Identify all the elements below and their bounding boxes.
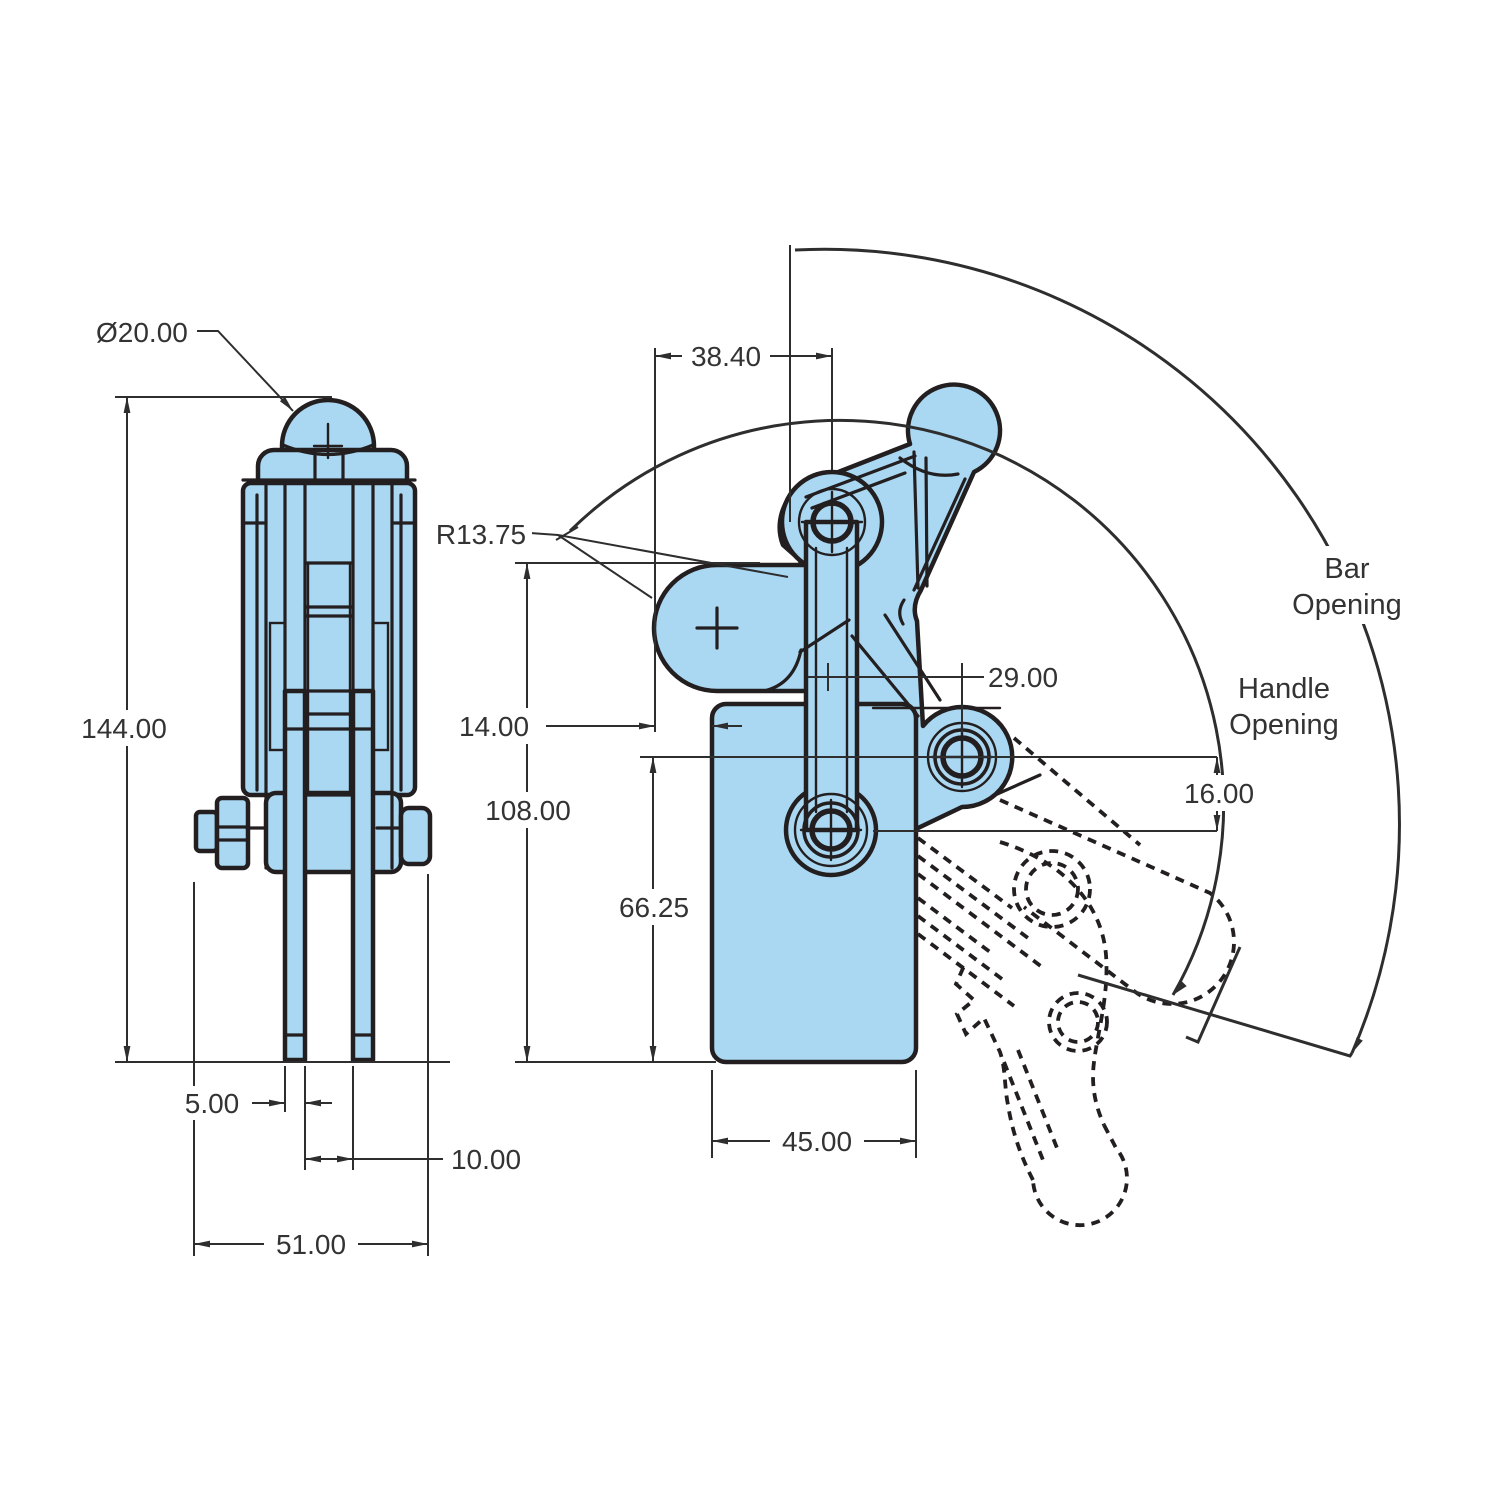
ghost-pivot2-ring [1047, 991, 1109, 1053]
front-center-column-lines [306, 561, 352, 797]
front-band-4 [283, 689, 375, 797]
side-bar [651, 562, 831, 694]
front-left-leg [282, 688, 308, 1063]
bar-opening-label-line2: Opening [1292, 589, 1402, 621]
front-stem-lines [313, 448, 345, 482]
front-dome-centermark [312, 422, 344, 460]
side-handle-right-inner [912, 450, 967, 592]
front-bolt-nut [214, 795, 251, 871]
bar-height-label: 108.00 [485, 795, 571, 826]
dim-leg-thickness [252, 1066, 354, 1170]
bar-open-edge-line [1077, 973, 1354, 1058]
bottom-pivot-centermark [799, 798, 863, 862]
pivot-offset-label: 38.40 [691, 341, 761, 372]
ghost-pivot2-hole [1056, 1000, 1100, 1044]
bar-overhang-label: 14.00 [459, 711, 529, 742]
pivot-drop-label: 16.00 [1184, 778, 1254, 809]
front-bracket-left [268, 621, 287, 752]
top-pivot-ring [797, 487, 867, 557]
leg-thickness-label: 5.00 [185, 1088, 240, 1119]
top-pivot-centermark [800, 490, 864, 554]
front-view [193, 397, 433, 1063]
handle-arc-start-tick [555, 526, 579, 541]
bottom-pivot-ring2 [793, 792, 869, 868]
side-handle-edge-stub [993, 773, 1042, 797]
side-knob-neck-line [898, 456, 960, 477]
ghost-bar-end [999, 798, 1236, 1006]
ghost-knob [1031, 1124, 1129, 1228]
side-bar-junction-fillet [762, 648, 803, 693]
base-width-label: 45.00 [782, 1126, 852, 1157]
pivot-height-label: 66.25 [619, 892, 689, 923]
front-bracket-right [371, 621, 390, 752]
handle-opening-label-line2: Opening [1229, 709, 1339, 741]
knob-diameter-label: Ø20.00 [96, 317, 188, 348]
ghost-fan-lines [916, 836, 1044, 1008]
overall-height-label: 144.00 [81, 713, 167, 744]
leg-gap-label: 10.00 [451, 1144, 521, 1175]
overall-width-label: 51.00 [276, 1229, 346, 1260]
side-handle-jog [898, 598, 906, 626]
side-link-inner-lines [814, 546, 849, 814]
dim-handle-pivot-offset [808, 663, 984, 733]
labels: Ø20.00 144.00 5.00 10.00 51.00 38.40 R13… [78, 317, 1408, 1262]
ghost-pivot-hole [1024, 861, 1080, 917]
front-body [240, 480, 418, 798]
front-right-leg [350, 688, 376, 1063]
front-right-boss [398, 805, 433, 867]
dim-overall-width [193, 874, 429, 1256]
ghost-arm-inner-lines [1002, 1049, 1059, 1161]
dim-base-width [711, 1070, 917, 1158]
bar-opening-arc [794, 247, 1401, 1054]
ghost-bar-edge [1012, 736, 1142, 847]
bar-centermark [695, 606, 739, 650]
open-position-ghost [916, 736, 1236, 1228]
handle-opening-arc [568, 418, 1226, 996]
bar-arc-arrow [1352, 1037, 1363, 1053]
ghost-handle-right-edge [999, 840, 1109, 1126]
ghost-handle-left-edge [953, 965, 1035, 1181]
dim-leg-gap [305, 1155, 443, 1163]
ghost-pivot-ring [1012, 849, 1092, 929]
bar-opening-label-line1: Bar [1324, 553, 1369, 585]
opening-arcs [555, 245, 1401, 1058]
dim-bar-overhang [546, 722, 742, 730]
front-bolt-head [193, 809, 220, 854]
front-band-3 [303, 605, 355, 618]
side-view [651, 382, 1042, 1065]
dim-knob-diameter [197, 330, 294, 412]
handle-open-edge-line [1185, 946, 1242, 1044]
front-bolt-facets [215, 825, 250, 842]
bar-radius-label: R13.75 [436, 519, 526, 550]
handle-arc-arrow [1173, 981, 1187, 995]
handle-pivot-offset-label: 29.00 [988, 662, 1058, 693]
handle-opening-label-line1: Handle [1238, 673, 1330, 705]
front-plate-lines-outer [255, 481, 403, 870]
front-plate-lines-mid [283, 481, 375, 693]
